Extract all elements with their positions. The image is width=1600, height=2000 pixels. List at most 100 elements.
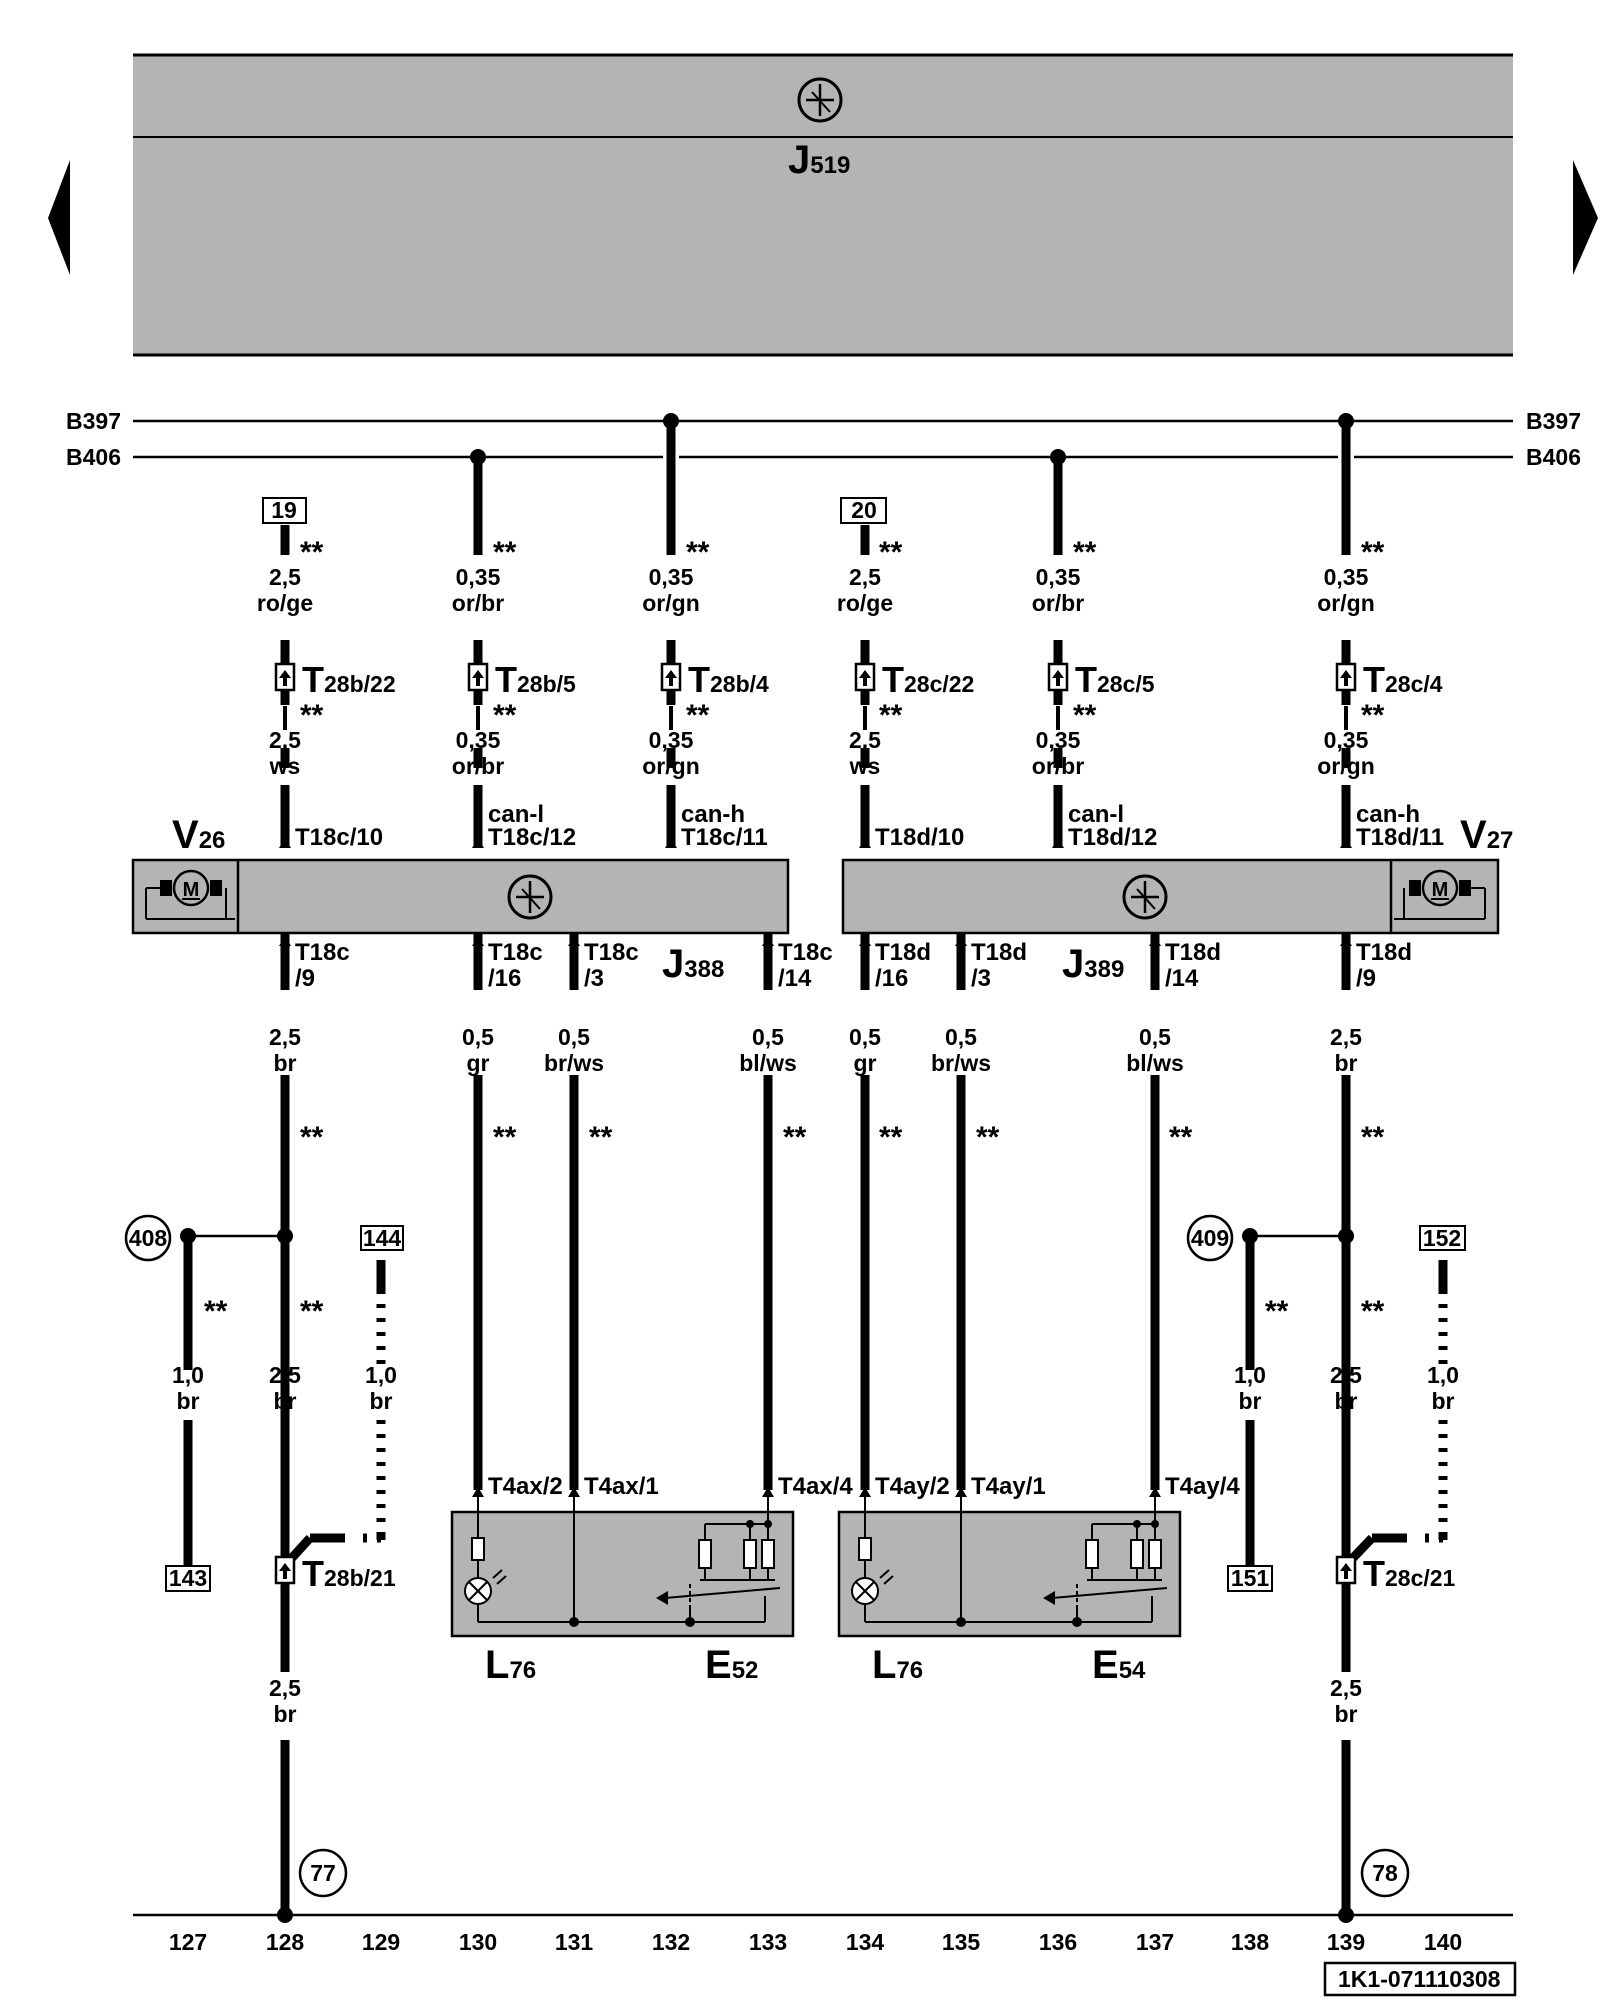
svg-text:/9: /9 xyxy=(1356,965,1376,992)
svg-text:0,35: 0,35 xyxy=(1324,564,1369,590)
svg-text:ro/ge: ro/ge xyxy=(257,590,313,616)
column-numbers: 127 128 129 130 131 132 133 134 135 136 … xyxy=(169,1929,1462,1955)
svg-text:133: 133 xyxy=(749,1929,787,1955)
svg-text:128: 128 xyxy=(266,1929,305,1955)
svg-text:T18d/10: T18d/10 xyxy=(875,824,964,851)
svg-text:T18d: T18d xyxy=(875,939,931,966)
svg-text:br: br xyxy=(177,1388,200,1414)
svg-text:/16: /16 xyxy=(488,965,521,992)
svg-text:br: br xyxy=(370,1388,393,1414)
svg-text:**: ** xyxy=(493,1121,517,1154)
svg-text:**: ** xyxy=(300,536,324,569)
connector-t28b21-label: T28b/21 xyxy=(302,1553,396,1594)
svg-text:**: ** xyxy=(300,1121,324,1154)
wire-specs-bottom: 2,5 br 2,5 br xyxy=(269,1675,1362,1727)
triangle-left-icon[interactable] xyxy=(48,160,70,275)
svg-text:/16: /16 xyxy=(875,965,908,992)
pin-markers-lower xyxy=(279,936,1352,946)
svg-text:T4ay/4: T4ay/4 xyxy=(1165,1473,1240,1500)
connector-t28c4-label: T28c/4 xyxy=(1363,659,1443,700)
lamp-icon xyxy=(851,1569,894,1605)
svg-text:**: ** xyxy=(589,1121,613,1154)
pin-labels-switch: T4ax/2 T4ax/1 T4ax/4 T4ay/2 T4ay/1 T4ay/… xyxy=(488,1473,1240,1500)
svg-text:**: ** xyxy=(1361,699,1385,732)
svg-text:or/br: or/br xyxy=(452,590,504,616)
svg-text:2,5: 2,5 xyxy=(269,1362,301,1388)
svg-text:130: 130 xyxy=(459,1929,497,1955)
inline-connectors-t28: T28b/22 T28b/5 T28b/4 T28c/22 T28c/5 T28… xyxy=(274,659,1443,700)
connector-t28c22-label: T28c/22 xyxy=(882,659,974,700)
svg-text:0,35: 0,35 xyxy=(1324,727,1369,753)
svg-text:135: 135 xyxy=(942,1929,981,1955)
svg-text:2,5: 2,5 xyxy=(269,727,301,753)
connector-icon xyxy=(274,662,296,692)
ref-box-144: 144 xyxy=(360,1225,404,1251)
svg-text:br: br xyxy=(1432,1388,1455,1414)
connector-icon xyxy=(1335,1555,1357,1585)
j389-label: J389 xyxy=(1062,942,1124,986)
control-unit-symbol-icon xyxy=(1122,874,1168,920)
svg-text:**: ** xyxy=(783,1121,807,1154)
svg-text:0,35: 0,35 xyxy=(1036,727,1081,753)
control-unit-j519: J519 xyxy=(133,53,1513,357)
option-marks-lower: ** ** ** ** ** ** ** ** ** ** ** ** xyxy=(204,1121,1385,1328)
svg-text:0,5: 0,5 xyxy=(1139,1024,1171,1050)
motor-icon: M xyxy=(1394,869,1486,920)
svg-text:or/gn: or/gn xyxy=(642,753,700,779)
svg-text:/14: /14 xyxy=(1165,965,1199,992)
svg-text:T18c: T18c xyxy=(778,939,833,966)
ground-point-408-icon: 408 xyxy=(124,1214,172,1262)
pin-markers-switch xyxy=(472,1487,1161,1497)
svg-text:1,0: 1,0 xyxy=(1427,1362,1459,1388)
svg-text:or/br: or/br xyxy=(1032,753,1084,779)
svg-text:**: ** xyxy=(879,699,903,732)
j388-label: J388 xyxy=(662,942,724,986)
ref-box-143: 143 xyxy=(165,1565,211,1592)
svg-text:br/ws: br/ws xyxy=(544,1050,604,1076)
svg-text:T18d: T18d xyxy=(971,939,1027,966)
svg-text:gr: gr xyxy=(467,1050,490,1076)
wire-specs-top: 2,5 ro/ge 0,35 or/br 0,35 or/gn 2,5 ro/g… xyxy=(257,564,1375,616)
svg-text:ro/ge: ro/ge xyxy=(837,590,893,616)
wire-specs-low: 2,5 br 0,5 gr 0,5 br/ws 0,5 bl/ws 0,5 gr… xyxy=(269,1024,1362,1076)
pin-labels-lower: T18c /9 T18c /16 T18c /3 T18c /14 T18d /… xyxy=(295,939,1412,992)
svg-text:T18c/10: T18c/10 xyxy=(295,824,383,851)
option-marks-upper: ** ** ** ** ** ** ** ** ** ** ** ** xyxy=(300,536,1385,732)
svg-text:T4ay/1: T4ay/1 xyxy=(971,1473,1046,1500)
svg-text:**: ** xyxy=(1361,536,1385,569)
svg-text:or/gn: or/gn xyxy=(642,590,700,616)
svg-text:can-l: can-l xyxy=(1068,801,1124,828)
svg-text:**: ** xyxy=(1361,1295,1385,1328)
ground-point-77-icon: 77 xyxy=(298,1848,348,1898)
svg-text:/14: /14 xyxy=(778,965,812,992)
door-control-unit-j389: M xyxy=(841,858,1500,935)
motor-v27-label: V27 xyxy=(1460,813,1513,857)
svg-text:**: ** xyxy=(204,1295,228,1328)
svg-text:**: ** xyxy=(879,536,903,569)
svg-text:0,5: 0,5 xyxy=(849,1024,881,1050)
svg-text:137: 137 xyxy=(1136,1929,1174,1955)
svg-text:br: br xyxy=(1335,1388,1358,1414)
connector-t28c5-label: T28c/5 xyxy=(1075,659,1155,700)
bus-junctions xyxy=(470,413,1354,465)
ground-wires-bottom xyxy=(280,1583,1351,1910)
svg-text:bl/ws: bl/ws xyxy=(739,1050,797,1076)
svg-text:**: ** xyxy=(976,1121,1000,1154)
svg-text:T4ax/1: T4ax/1 xyxy=(584,1473,659,1500)
svg-text:br: br xyxy=(274,1050,297,1076)
svg-text:144: 144 xyxy=(363,1225,402,1251)
svg-text:br: br xyxy=(274,1701,297,1727)
svg-text:or/br: or/br xyxy=(452,753,504,779)
svg-text:T18c: T18c xyxy=(584,939,639,966)
svg-text:2,5: 2,5 xyxy=(269,564,301,590)
svg-text:0,35: 0,35 xyxy=(649,727,694,753)
svg-text:M: M xyxy=(1432,879,1449,901)
svg-text:T18c: T18c xyxy=(488,939,543,966)
connector-t28b5-label: T28b/5 xyxy=(495,659,576,700)
switch-e54-label: E54 xyxy=(1092,1643,1146,1687)
svg-text:140: 140 xyxy=(1424,1929,1462,1955)
triangle-right-icon[interactable] xyxy=(1573,160,1598,275)
ground-point-78-icon: 78 xyxy=(1360,1848,1410,1898)
bus-lines: B397 B406 B397 B406 xyxy=(66,408,1581,470)
connector-icon xyxy=(1047,662,1069,692)
